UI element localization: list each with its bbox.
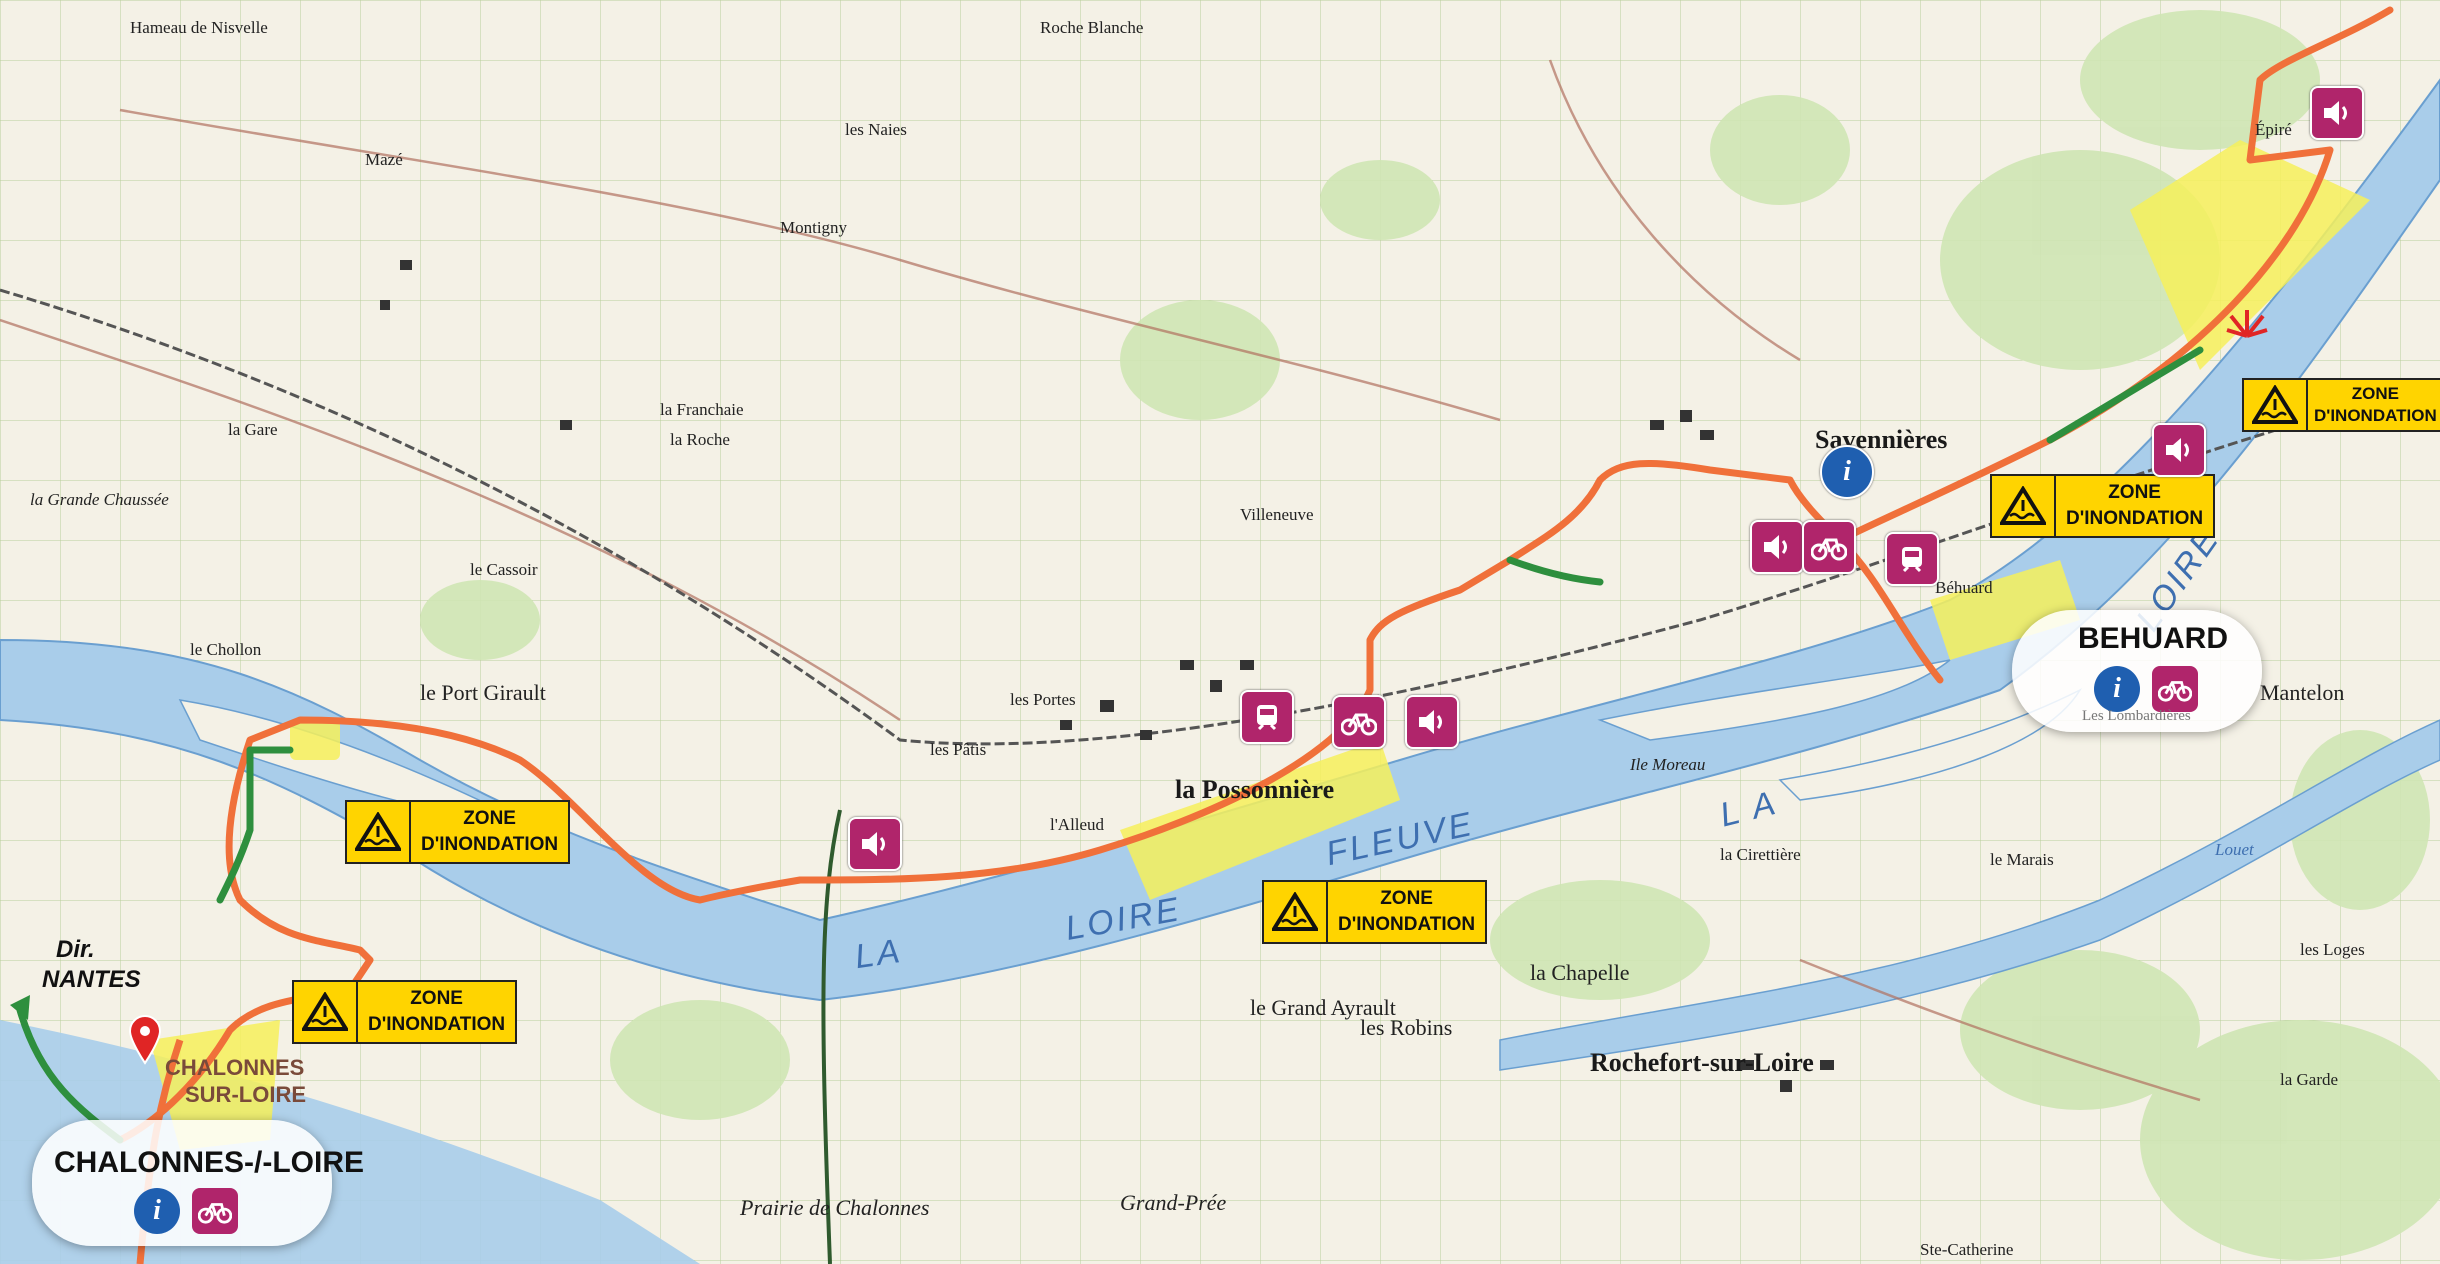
place-les-portes: les Portes — [1010, 690, 1076, 709]
place-la-gare: la Gare — [228, 420, 278, 439]
sound-icon[interactable] — [1405, 695, 1459, 749]
bike-icon[interactable] — [2152, 666, 2198, 712]
place-behuard-small: Béhuard — [1935, 578, 1993, 597]
zone-line2: D'INONDATION — [2066, 508, 2204, 529]
tourist-info-icon[interactable]: i — [2094, 666, 2140, 712]
place-montigny: Montigny — [780, 218, 848, 237]
place-louet: Louet — [2215, 840, 2254, 859]
town-chalonnes-map2: SUR-LOIRE — [185, 1082, 306, 1107]
bike-icon[interactable] — [1802, 520, 1856, 574]
place-villeneuve: Villeneuve — [1240, 505, 1314, 524]
secondary-roads — [0, 59, 2201, 1102]
zone-line1: ZONE — [1380, 888, 1433, 909]
direction-label: Dir. NANTES — [42, 935, 141, 995]
town-chalonnes-map: CHALONNES — [165, 1055, 305, 1080]
zone-line2: D'INONDATION — [368, 1014, 506, 1035]
place-la-franchaie: la Franchaie — [660, 400, 744, 419]
town-bubble-behuard[interactable]: BEHUARD i Les Lombardières — [2012, 610, 2262, 732]
viewpoint-icon — [2226, 310, 2268, 338]
zone-line1: ZONE — [2108, 482, 2161, 503]
flood-zone-sign[interactable]: ZONE D'INONDATION — [292, 980, 518, 1044]
place-la-grande-chaussee: la Grande Chaussée — [30, 490, 169, 509]
sound-icon[interactable] — [1750, 520, 1804, 574]
flood-zone-sign[interactable]: ZONE D'INONDATION — [2242, 378, 2440, 432]
place-roche-blanche: Roche Blanche — [1040, 18, 1144, 37]
place-le-chollon: le Chollon — [190, 640, 262, 659]
flood-zone-sign[interactable]: ZONE D'INONDATION — [345, 800, 571, 864]
place-la-roche: la Roche — [670, 430, 730, 449]
place-maze: Mazé — [365, 150, 403, 169]
flood-zone-text: ZONE D'INONDATION — [2308, 380, 2440, 430]
place-ste-catherine: Ste-Catherine — [1920, 1240, 2014, 1259]
place-port-girault: le Port Girault — [420, 680, 546, 705]
flood-warning-icon — [2244, 380, 2308, 430]
town-bubble-name: CHALONNES-/-LOIRE — [54, 1146, 364, 1179]
place-grand-pree: Grand-Prée — [1120, 1190, 1227, 1215]
zone-line1: ZONE — [410, 988, 463, 1009]
place-hameau: Hameau de Nisvelle — [130, 18, 268, 37]
place-prairie-chalonnes: Prairie de Chalonnes — [740, 1195, 930, 1220]
zone-line1: ZONE — [463, 808, 516, 829]
flood-zone-sign[interactable]: ZONE D'INONDATION — [1990, 474, 2216, 538]
bike-icon[interactable] — [1332, 695, 1386, 749]
flood-zone-sign[interactable]: ZONE D'INONDATION — [1262, 880, 1488, 944]
place-grand-ayrault: le Grand Ayrault — [1250, 995, 1396, 1020]
flood-warning-icon — [347, 802, 411, 862]
town-possonniere: la Possonnière — [1175, 775, 1335, 804]
sound-icon[interactable] — [2152, 423, 2206, 477]
zone-line2: D'INONDATION — [1338, 914, 1476, 935]
greenway-arrow-icon — [10, 995, 30, 1020]
place-ile-moreau: Ile Moreau — [1630, 755, 1706, 774]
place-epire: Épiré — [2255, 120, 2292, 139]
zone-line2: D'INONDATION — [2314, 406, 2437, 425]
place-mantelon: Mantelon — [2260, 680, 2345, 705]
rail-branch — [821, 809, 842, 1264]
place-la-cirettiere: la Cirettière — [1720, 845, 1801, 864]
town-bubble-name: BEHUARD — [2078, 622, 2228, 655]
cycle-route-orange — [116, 6, 2394, 1144]
place-cassoir: le Cassoir — [470, 560, 538, 579]
zone-line2: D'INONDATION — [421, 834, 559, 855]
flood-zone-text: ZONE D'INONDATION — [411, 802, 568, 862]
flood-zone-text: ZONE D'INONDATION — [2056, 476, 2213, 536]
settlement-blocks — [380, 260, 1834, 1092]
place-la-chapelle: la Chapelle — [1530, 960, 1630, 985]
tourist-info-icon[interactable]: i — [1820, 445, 1874, 499]
place-les-patis: les Pâtis — [930, 740, 987, 759]
place-les-robins: les Robins — [1360, 1015, 1453, 1040]
bike-icon[interactable] — [192, 1188, 238, 1234]
place-les-lombardieres: Les Lombardières — [2082, 708, 2191, 724]
river-label-la: LA — [852, 931, 905, 977]
pin-icon[interactable] — [128, 1015, 162, 1065]
train-icon[interactable] — [1240, 690, 1294, 744]
town-rochefort: Rochefort-sur-Loire — [1590, 1048, 1814, 1077]
town-bubble-chalonnes[interactable]: CHALONNES-/-LOIRE i — [32, 1120, 364, 1246]
sound-icon[interactable] — [848, 817, 902, 871]
flood-warning-icon — [1264, 882, 1328, 942]
place-le-marais: le Marais — [1990, 850, 2054, 869]
tourist-info-icon[interactable]: i — [134, 1188, 180, 1234]
direction-line1: Dir. — [56, 936, 95, 963]
train-icon[interactable] — [1885, 532, 1939, 586]
direction-line2: NANTES — [42, 966, 141, 993]
place-les-naies: les Naies — [845, 120, 907, 139]
place-les-loges: les Loges — [2300, 940, 2365, 959]
flood-zone-text: ZONE D'INONDATION — [1328, 882, 1485, 942]
sound-icon[interactable] — [2310, 86, 2364, 140]
zone-line1: ZONE — [2351, 384, 2399, 403]
flood-zone-text: ZONE D'INONDATION — [358, 982, 515, 1042]
place-alleud: l'Alleud — [1050, 815, 1105, 834]
place-la-garde: la Garde — [2280, 1070, 2339, 1089]
flood-warning-icon — [1992, 476, 2056, 536]
flood-warning-icon — [294, 982, 358, 1042]
